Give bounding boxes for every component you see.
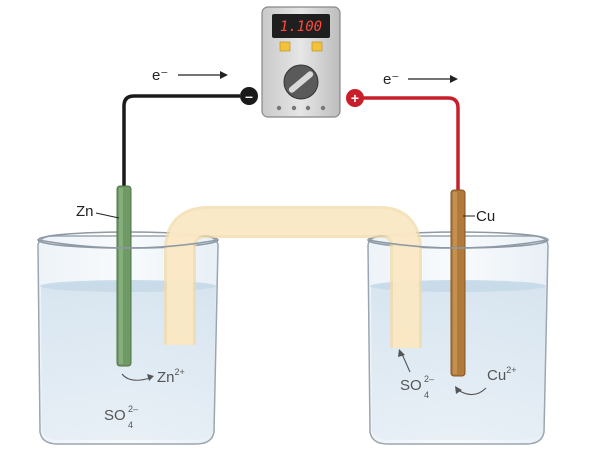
positive-terminal: + — [346, 89, 364, 107]
voltmeter — [261, 6, 341, 118]
positive-wire — [360, 96, 460, 200]
salt-bridge — [164, 206, 422, 348]
svg-text:SO: SO — [104, 407, 126, 424]
negative-wire — [122, 94, 240, 200]
negative-terminal: – — [240, 87, 258, 105]
arrow-right-icon — [450, 75, 458, 83]
meter-reading: 1.100 — [280, 19, 322, 35]
copper-electrode — [450, 189, 466, 377]
svg-text:e⁻: e⁻ — [383, 71, 399, 88]
zinc-electrode — [116, 185, 132, 367]
right-sulfate-label: SO 2– 4 — [398, 349, 434, 400]
electron-flow-right: e⁻ — [383, 71, 458, 88]
left-sulfate-label: SO 2– 4 — [104, 404, 138, 430]
svg-text:+: + — [351, 90, 359, 106]
svg-text:Cu2+: Cu2+ — [487, 365, 516, 384]
svg-text:Zn2+: Zn2+ — [157, 367, 185, 386]
svg-text:4: 4 — [128, 420, 133, 430]
arrow-right-icon — [220, 71, 228, 79]
copper-ion-label: Cu2+ — [455, 365, 516, 396]
svg-text:2–: 2– — [128, 404, 138, 414]
svg-text:2–: 2– — [424, 374, 434, 384]
zinc-ion-label: Zn2+ — [121, 367, 185, 386]
cathode-label: Cu — [476, 208, 495, 225]
svg-text:–: – — [245, 88, 253, 104]
svg-text:SO: SO — [400, 377, 422, 394]
svg-text:4: 4 — [424, 390, 429, 400]
anode-label: Zn — [76, 203, 94, 220]
electron-flow-left: e⁻ — [152, 67, 228, 84]
meter-display-bg — [272, 14, 330, 38]
svg-text:e⁻: e⁻ — [152, 67, 168, 84]
